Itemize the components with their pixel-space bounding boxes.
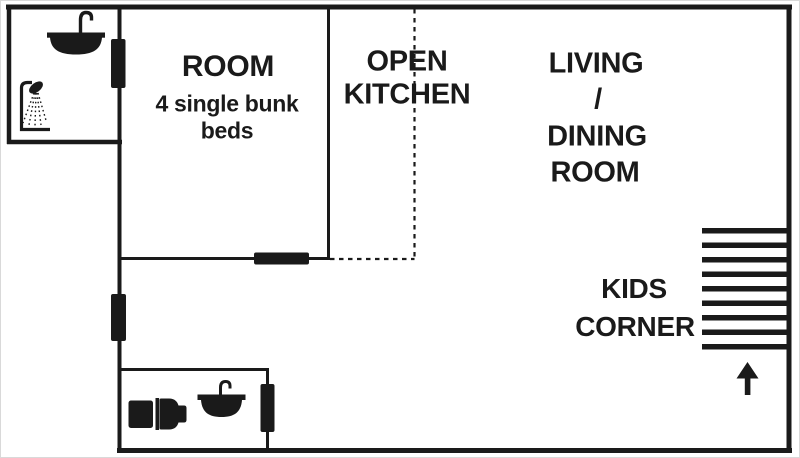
doors: [111, 39, 309, 432]
living-dining-label-1: LIVING: [548, 47, 644, 80]
sink-icon: [47, 10, 105, 55]
stairs-icon: [702, 228, 789, 350]
bunk-room-title: ROOM: [181, 50, 275, 83]
kids-corner-label-1: KIDS: [601, 273, 667, 304]
door-entry: [111, 294, 126, 341]
open-kitchen-dashed-boundary: [330, 9, 416, 261]
bunk-room-subtitle-1: 4 single bunk: [155, 90, 299, 117]
door-bathroom: [111, 39, 126, 88]
shower-icon: [19, 80, 50, 132]
open-kitchen-label-2: KITCHEN: [343, 78, 471, 111]
door-bunk-room: [254, 252, 309, 265]
open-kitchen-label-1: OPEN: [366, 45, 448, 78]
living-dining-label-4: ROOM: [550, 156, 640, 189]
bunk-room-subtitle-2: beds: [200, 117, 254, 144]
arrow-up-icon: [736, 362, 759, 395]
living-dining-label-2: /: [594, 83, 602, 116]
kids-corner-label-2: CORNER: [575, 311, 695, 342]
sink-icon: [197, 379, 246, 417]
living-dining-label-3: DINING: [547, 120, 647, 153]
door-wc: [260, 384, 275, 432]
toilet-icon: [128, 398, 187, 430]
